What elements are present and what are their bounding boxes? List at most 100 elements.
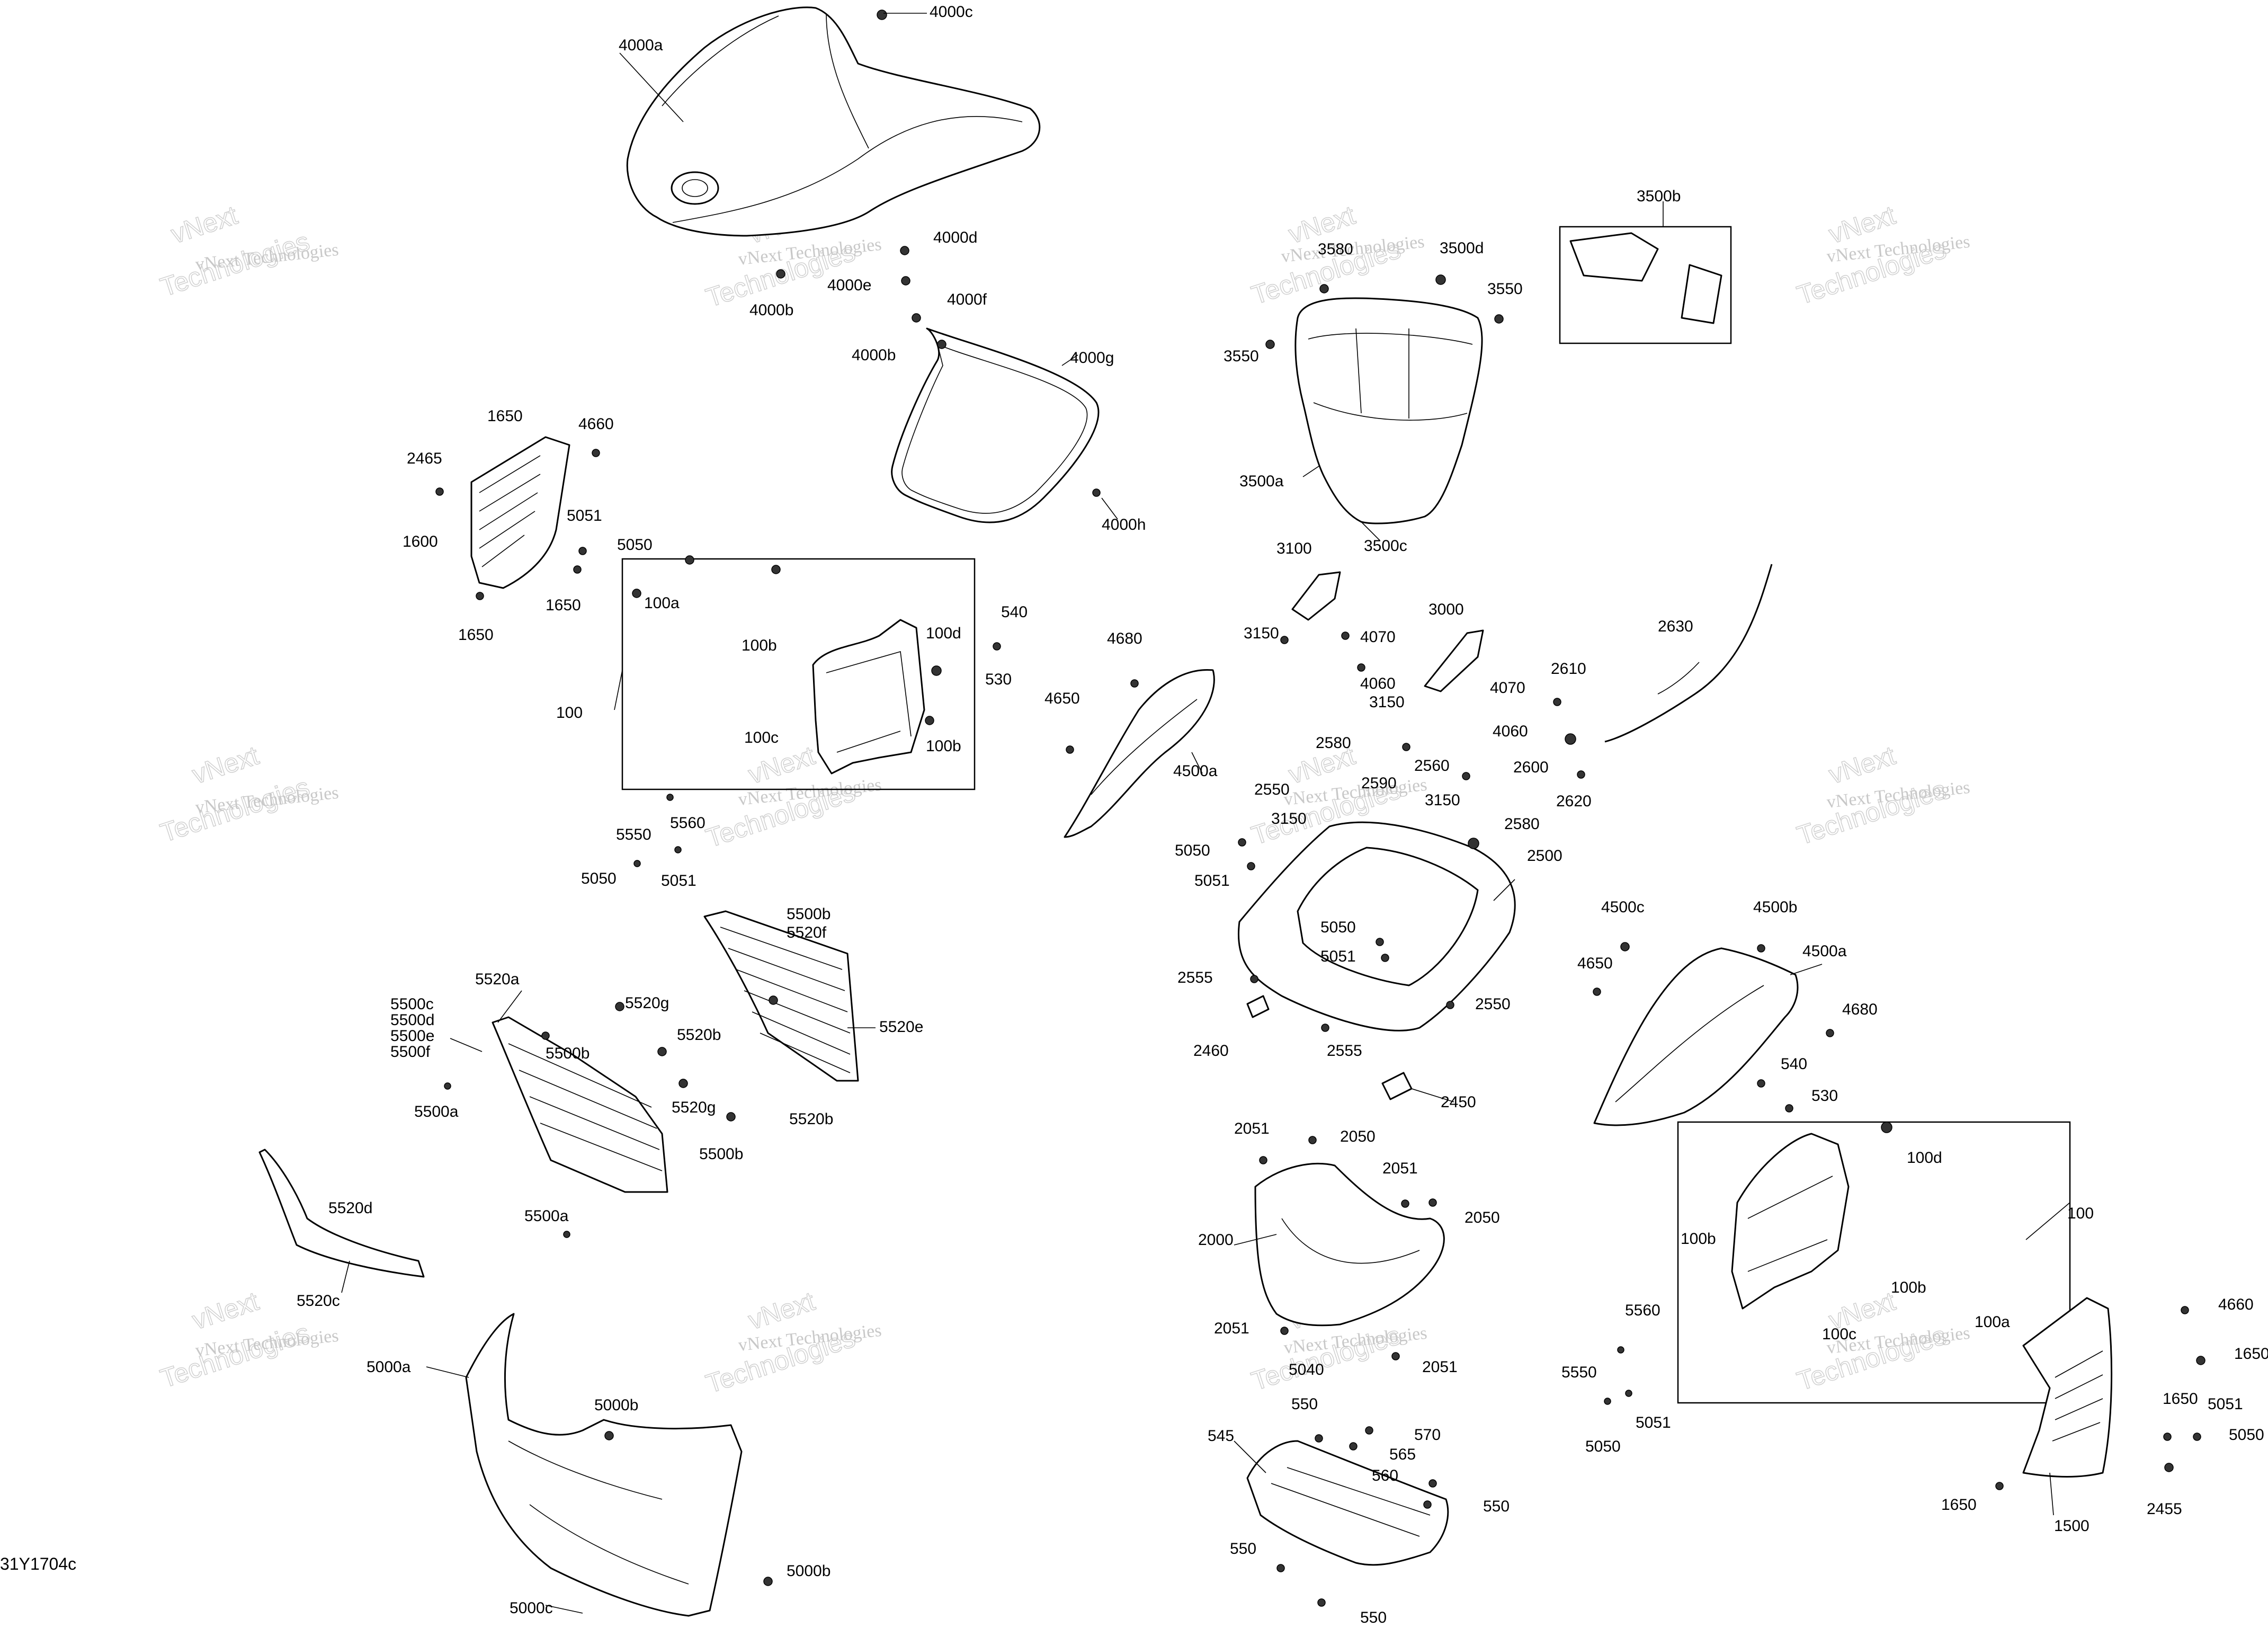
clip-3580 (1319, 284, 1329, 293)
screw-5050 (1376, 938, 1384, 946)
callout-5520e: 5520e (879, 1018, 923, 1036)
callout-1650: 1650 (458, 626, 494, 644)
callout-100c: 100c (1822, 1325, 1856, 1343)
frame-opening (1297, 847, 1479, 986)
svg-text:vNext: vNext (167, 200, 241, 250)
callout-570: 570 (1414, 1426, 1441, 1444)
screw-1650 (1995, 1482, 2004, 1490)
callout-2550: 2550 (1254, 781, 1290, 798)
callout-4000c: 4000c (930, 3, 973, 21)
callout-560: 560 (1372, 1467, 1398, 1484)
clip-100b (771, 565, 781, 574)
callout-4650: 4650 (1044, 690, 1080, 707)
grille-body (492, 1016, 668, 1193)
bracket-body (812, 619, 925, 775)
screw-5560 (1617, 1346, 1624, 1354)
screw-530 (1785, 1104, 1793, 1113)
callout-5520a: 5520a (475, 971, 520, 988)
callout-5050: 5050 (1585, 1438, 1621, 1455)
bracket-body (1731, 1133, 1850, 1310)
callout-565: 565 (1389, 1446, 1416, 1463)
clip-5520b (657, 1047, 667, 1056)
clip-4000d (900, 246, 909, 255)
callout-5051: 5051 (567, 507, 602, 524)
detail-box-100-right (1677, 1121, 2071, 1404)
callout-4000e: 4000e (827, 277, 871, 294)
screw-4060 (1357, 663, 1365, 672)
screw-1650 (573, 565, 582, 574)
callout-4660: 4660 (578, 415, 614, 433)
callout-2051: 2051 (1214, 1320, 1249, 1337)
clip-4000b (776, 269, 785, 279)
callout-1650: 1650 (487, 407, 523, 425)
callout-5500f: 5500f (390, 1043, 431, 1061)
grille-frame (470, 436, 570, 589)
screw-5051 (674, 846, 682, 853)
screw-5500a (444, 1082, 451, 1090)
leader-4000g (1061, 354, 1078, 366)
screw-5051 (1625, 1390, 1632, 1397)
screw-5050 (2193, 1433, 2201, 1441)
cover-cap (671, 171, 719, 205)
screw-550 (1276, 1564, 1285, 1572)
clip-5520b (726, 1112, 736, 1122)
callout-5000b: 5000b (594, 1396, 638, 1414)
callout-3550: 3550 (1224, 348, 1259, 365)
callout-540: 540 (1001, 603, 1028, 621)
leader-1500 (2049, 1472, 2054, 1516)
callout-3150: 3150 (1244, 625, 1279, 642)
screw-2051 (1280, 1327, 1289, 1335)
screw-2620 (1577, 770, 1585, 779)
screw-4680 (1130, 679, 1139, 688)
callout-2460: 2460 (1193, 1042, 1229, 1060)
screw-3550 (1265, 340, 1275, 349)
screw-550 (1315, 1434, 1323, 1443)
skid-body (1246, 1440, 1449, 1566)
screw-2050 (1308, 1136, 1317, 1144)
leader-5520c (341, 1260, 350, 1293)
callout-2610: 2610 (1551, 660, 1586, 678)
callout-4650: 4650 (1577, 955, 1613, 972)
callout-5051: 5051 (1636, 1414, 1671, 1431)
part-5520a-grille (492, 1016, 668, 1193)
bin-rim (1308, 333, 1473, 345)
callout-545: 545 (1208, 1427, 1234, 1445)
callout-4000h: 4000h (1102, 516, 1146, 533)
callout-5520g: 5520g (672, 1099, 716, 1116)
svg-text:vNext: vNext (189, 1286, 262, 1336)
part-5000a-fascia (465, 1313, 743, 1617)
clip-5000b (763, 1577, 773, 1586)
screw-2560 (1462, 772, 1470, 780)
part-4500a-side-right (1593, 947, 1799, 1126)
part-4000g-seal (891, 327, 1100, 523)
screw-5500a (563, 1231, 570, 1238)
screw-2550 (1446, 1001, 1454, 1009)
callout-3500a: 3500a (1239, 473, 1284, 490)
clip-2465 (435, 487, 444, 496)
screw-560 (1428, 1479, 1437, 1488)
leader-4000h (1101, 497, 1118, 520)
callout-5550: 5550 (616, 826, 651, 843)
panel-crease (1091, 699, 1198, 795)
callout-3150: 3150 (1271, 810, 1307, 828)
callout-2590: 2590 (1361, 775, 1397, 792)
grille-frame (2022, 1297, 2113, 1478)
screw-5050 (1238, 838, 1246, 847)
part-3500b-liner (1569, 232, 1659, 282)
leader-100-right (2025, 1202, 2070, 1240)
callout-4000g: 4000g (1070, 349, 1114, 367)
screw-3550 (1494, 314, 1504, 324)
callout-5040: 5040 (1289, 1361, 1324, 1378)
screw-2555 (1250, 975, 1258, 983)
callout-2580: 2580 (1316, 734, 1351, 752)
leader-2630 (1657, 662, 1700, 695)
callout-5050: 5050 (617, 536, 653, 554)
screw-4070 (1341, 631, 1350, 640)
callout-1650: 1650 (2234, 1345, 2268, 1363)
leader-4500a (1191, 752, 1203, 774)
callout-5550: 5550 (1561, 1364, 1597, 1381)
bin-ribs (1355, 328, 1409, 419)
part-100-bracket-right (1731, 1133, 1850, 1310)
pin-4000h (1092, 488, 1101, 497)
